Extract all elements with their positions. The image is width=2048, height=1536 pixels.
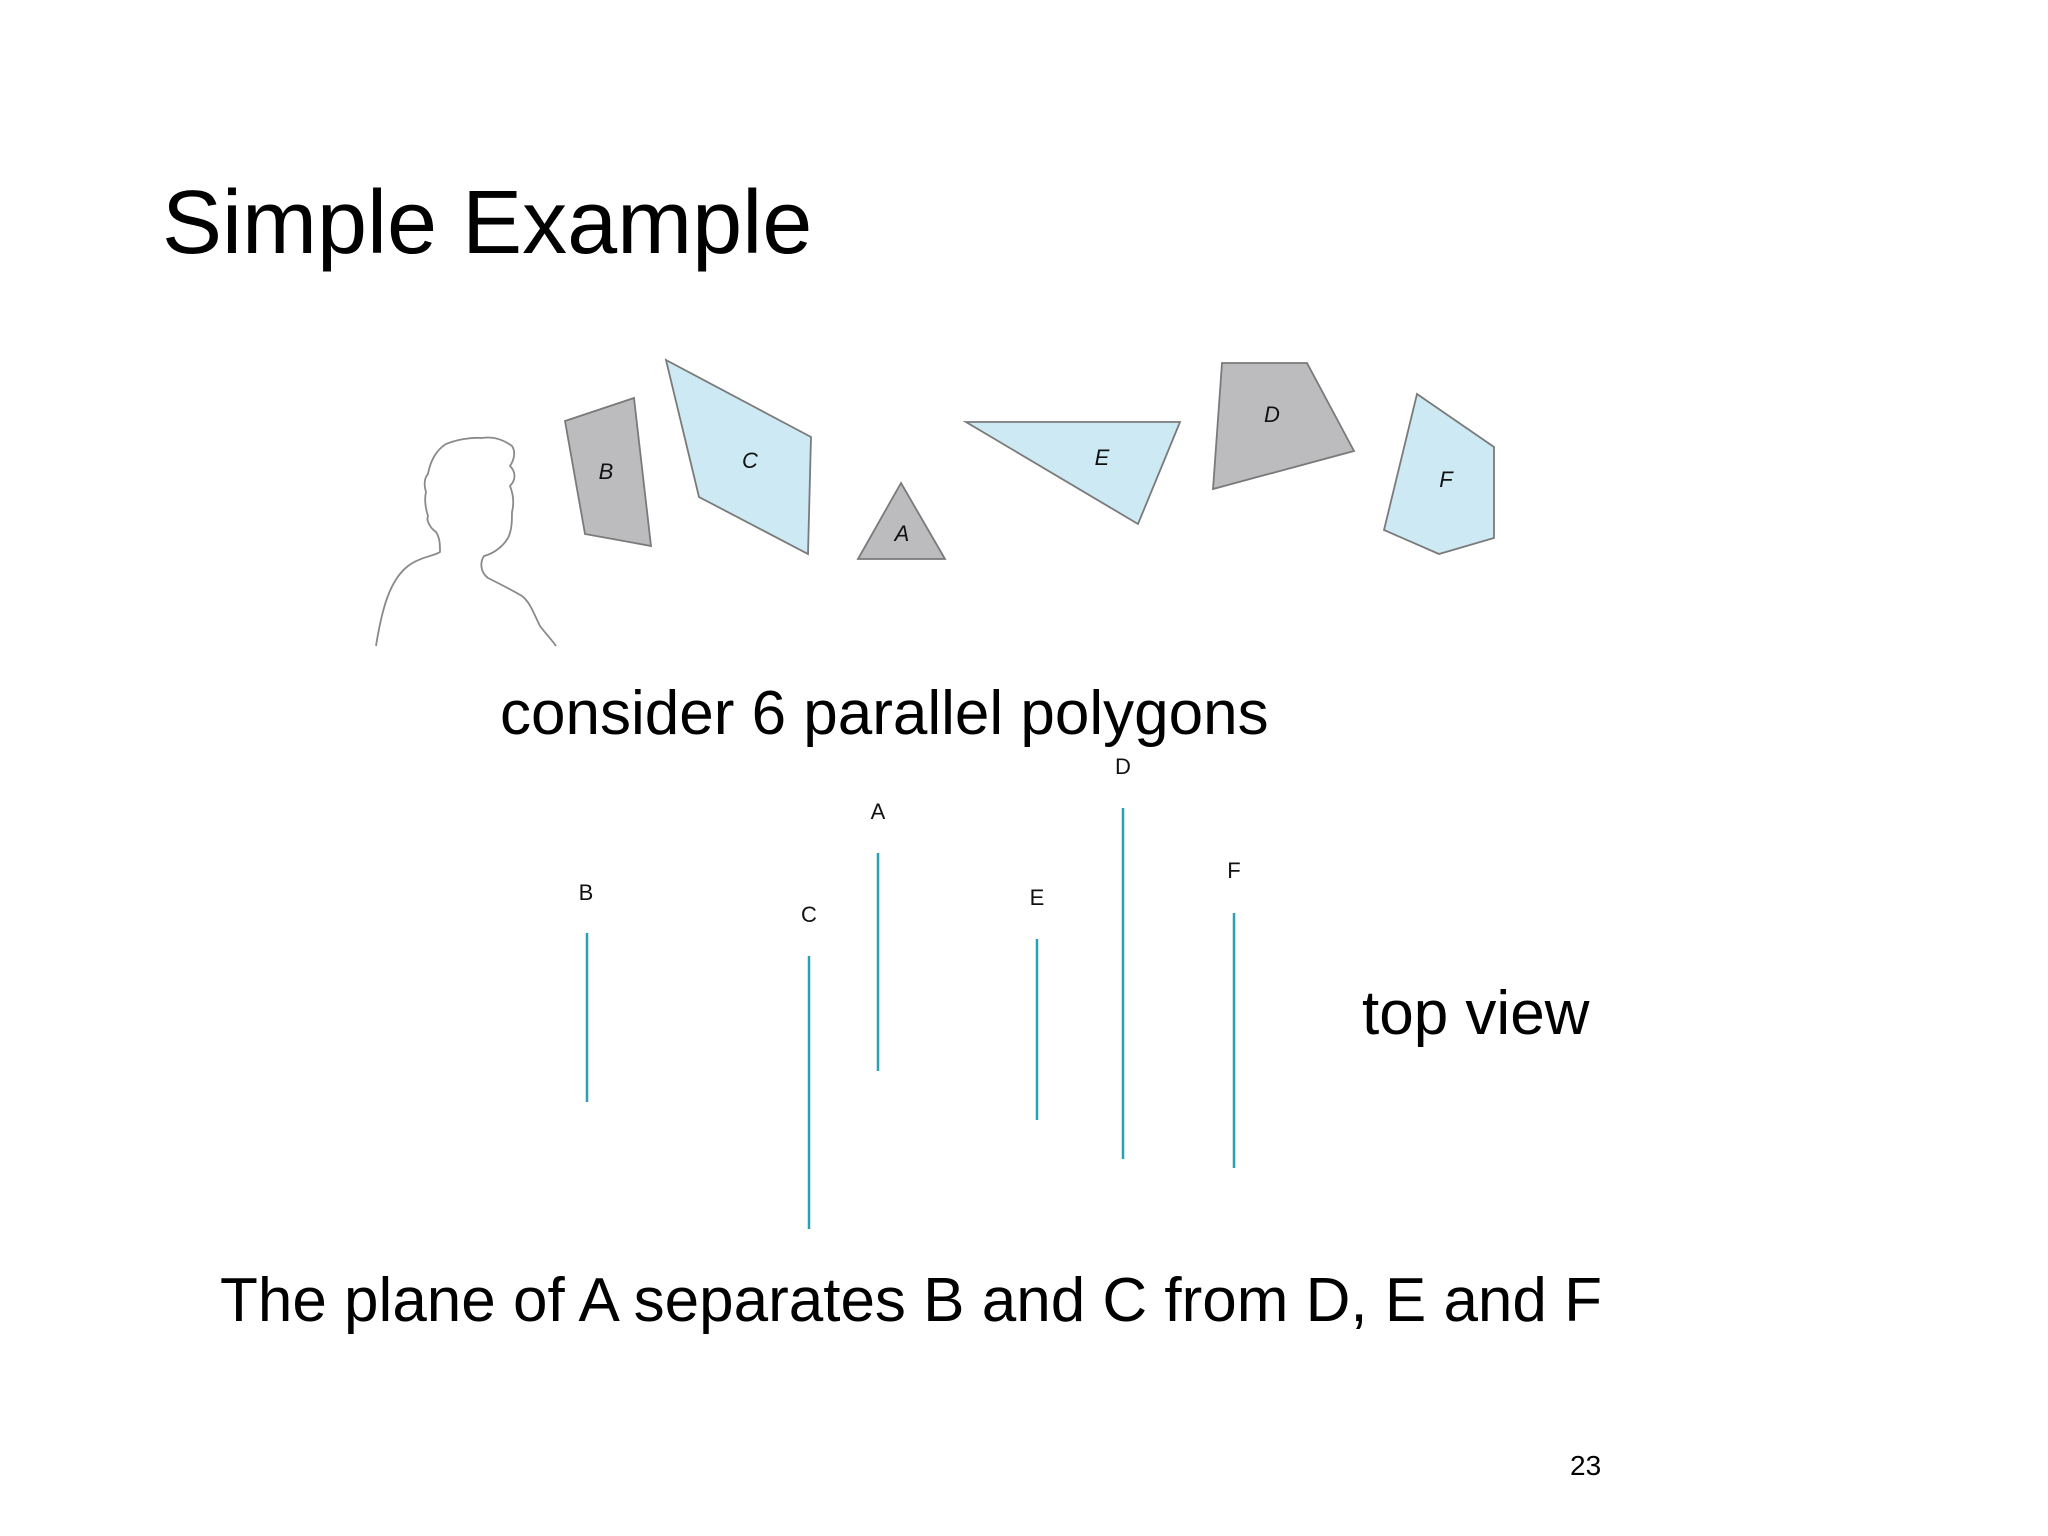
top-view-line-d: D (1115, 754, 1131, 1159)
polygon-d-label: D (1264, 402, 1280, 427)
top-view-label-b: B (579, 880, 594, 905)
polygon-c: C (664, 358, 812, 556)
slide-title: Simple Example (162, 173, 813, 273)
polygons-caption: consider 6 parallel polygons (500, 679, 1269, 748)
top-view-line-c: C (801, 902, 817, 1229)
polygon-b: B (563, 396, 653, 548)
top-view-label-a: A (871, 799, 886, 824)
polygon-d: D (1212, 362, 1356, 491)
polygon-b-label: B (599, 459, 614, 484)
plane-separation-caption: The plane of A separates B and C from D,… (220, 1266, 1602, 1335)
top-view-line-b: B (579, 880, 594, 1102)
polygon-a-label: A (893, 521, 910, 546)
polygon-e-shape (962, 421, 1182, 526)
top-view-label-f: F (1227, 858, 1240, 883)
top-view-diagram: B C A E D F (579, 754, 1241, 1229)
top-view-line-e: E (1030, 885, 1045, 1120)
top-view-line-a: A (871, 799, 886, 1071)
polygon-c-shape (664, 358, 812, 556)
polygon-c-label: C (742, 448, 758, 473)
polygon-d-shape (1212, 362, 1356, 491)
polygon-b-shape (563, 396, 653, 548)
polygon-a: A (856, 481, 947, 560)
top-view-line-f: F (1227, 858, 1241, 1168)
top-view-label-d: D (1115, 754, 1131, 779)
page-number: 23 (1570, 1450, 1602, 1481)
polygon-a-shape (856, 481, 947, 560)
viewer-silhouette (375, 436, 557, 647)
polygon-f: F (1382, 392, 1495, 555)
top-view-label-e: E (1030, 885, 1045, 910)
polygon-f-shape (1382, 392, 1495, 555)
top-view-label-c: C (801, 902, 817, 927)
polygon-f-label: F (1439, 467, 1454, 492)
polygon-e-label: E (1095, 445, 1110, 470)
polygon-e: E (962, 421, 1182, 526)
top-view-caption: top view (1362, 979, 1590, 1048)
